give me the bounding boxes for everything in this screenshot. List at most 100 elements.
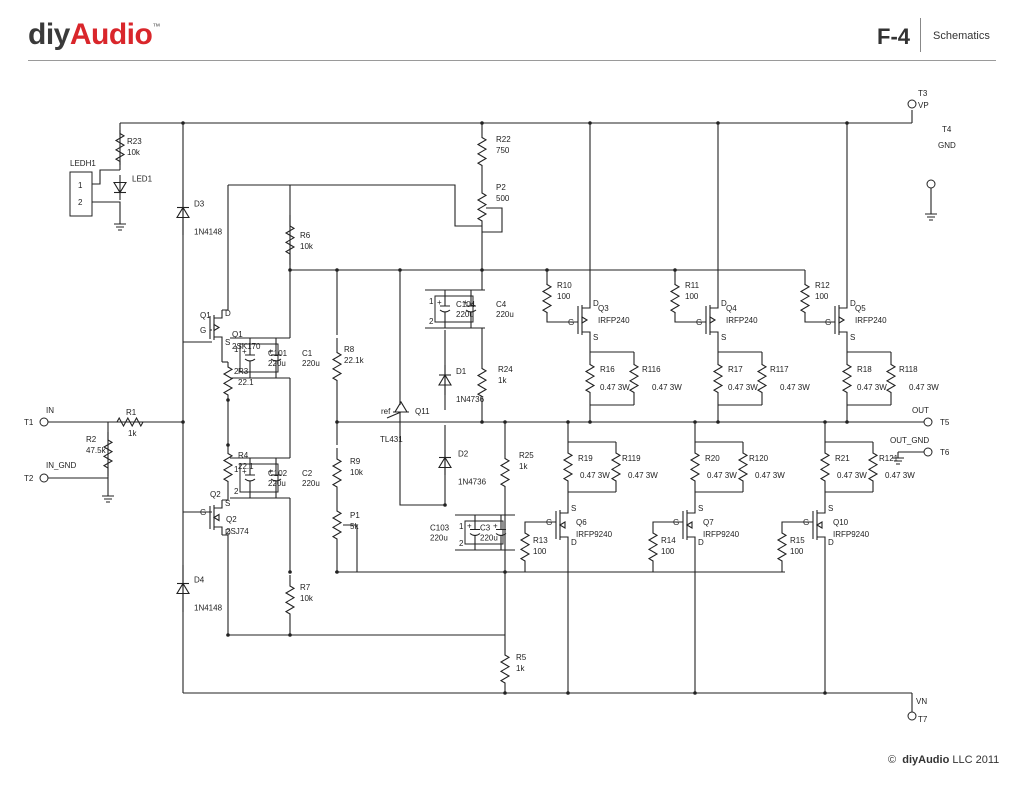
pin-label: D bbox=[698, 538, 704, 547]
ref-label: C101 bbox=[268, 349, 288, 358]
resistor-r18: R18 bbox=[841, 352, 872, 405]
wire bbox=[546, 312, 578, 323]
value-label: 1k bbox=[519, 462, 528, 471]
value-label: 0.47 3W bbox=[707, 471, 737, 480]
value-label: 750 bbox=[496, 146, 510, 155]
ref-label: R116 bbox=[642, 365, 661, 374]
value-label: 220u bbox=[430, 534, 448, 543]
terminal-label: T2 bbox=[24, 474, 34, 483]
value-label: 100 bbox=[557, 292, 571, 301]
value-label: IRFP9240 bbox=[576, 530, 613, 539]
junction-dot bbox=[823, 691, 827, 695]
ref-label: R10 bbox=[557, 281, 572, 290]
ref-label: C1 bbox=[302, 349, 313, 358]
wire bbox=[222, 534, 229, 635]
value-label: 1k bbox=[128, 429, 137, 438]
value-R17: 0.47 3W bbox=[728, 383, 758, 392]
ref-label: Q1 bbox=[232, 330, 243, 339]
ground-symbol bbox=[114, 218, 126, 231]
value-label: 0.47 3W bbox=[728, 383, 758, 392]
value-label: 5k bbox=[350, 522, 359, 531]
wire bbox=[781, 521, 813, 528]
ref-label: R117 bbox=[770, 365, 789, 374]
value-R20: 0.47 3W bbox=[707, 471, 737, 480]
value-label: IRFP9240 bbox=[703, 530, 740, 539]
resistor-r117: R117 bbox=[756, 352, 789, 405]
pin-label: + bbox=[467, 522, 472, 531]
junction-dot bbox=[226, 443, 230, 447]
pin-label: ref bbox=[381, 407, 391, 416]
resistor-r121: R121 bbox=[867, 442, 899, 492]
value-label: 22.1 bbox=[238, 462, 254, 471]
value-label: 1N4148 bbox=[194, 604, 223, 613]
ref-label: R12 bbox=[815, 281, 830, 290]
pin-label: + bbox=[242, 347, 247, 356]
resistor-r4: R4 22.1 bbox=[222, 445, 254, 490]
value-R16: 0.47 3W bbox=[600, 383, 630, 392]
ref-label: R9 bbox=[350, 457, 361, 466]
ref-label: R118 bbox=[899, 365, 918, 374]
pin-label: G bbox=[696, 318, 702, 327]
value-label: 10k bbox=[127, 148, 141, 157]
pin-label: 2 bbox=[234, 367, 239, 376]
pin-label: D bbox=[571, 538, 577, 547]
junction-dot bbox=[398, 268, 402, 272]
junction-dot bbox=[226, 633, 230, 637]
ref-label: R19 bbox=[578, 454, 593, 463]
junction-dot bbox=[181, 121, 185, 125]
ref-label: Q4 bbox=[726, 304, 737, 313]
q2-ref: Q2 bbox=[210, 490, 221, 499]
pin-label: D bbox=[721, 299, 727, 308]
ref-label: R4 bbox=[238, 451, 249, 460]
junction-dot bbox=[823, 420, 827, 424]
wire bbox=[222, 490, 229, 501]
pin-label: + bbox=[493, 522, 498, 531]
terminal-label: T7 bbox=[918, 715, 928, 724]
ref-label: R119 bbox=[622, 454, 641, 463]
ref-label: R15 bbox=[790, 536, 805, 545]
value-R116: 0.47 3W bbox=[652, 383, 682, 392]
ref-label: R121 bbox=[879, 454, 899, 463]
ref-label: R14 bbox=[661, 536, 676, 545]
value-label: 0.47 3W bbox=[580, 471, 610, 480]
value-label: 500 bbox=[496, 194, 510, 203]
pin-label: D bbox=[593, 299, 599, 308]
pin-label: 2 bbox=[429, 317, 434, 326]
value-label: 1k bbox=[516, 664, 525, 673]
signal-label: VN bbox=[916, 697, 927, 706]
section-title: Schematics bbox=[933, 30, 990, 42]
ref-label: D4 bbox=[194, 576, 205, 585]
wire bbox=[524, 521, 556, 528]
junction-dot bbox=[588, 121, 592, 125]
value-label: 100 bbox=[661, 547, 675, 556]
value-label: 220u bbox=[456, 310, 474, 319]
value-R120: 0.47 3W bbox=[755, 471, 785, 480]
ref-label: P1 bbox=[350, 511, 360, 520]
value-R117: 0.47 3W bbox=[780, 383, 810, 392]
ref-label: R22 bbox=[496, 135, 511, 144]
ref-label: R11 bbox=[685, 281, 700, 290]
pin-label: G bbox=[200, 326, 206, 335]
copyright-footer: © diyAudio LLC 2011 bbox=[888, 754, 1000, 766]
ref-label: Q2 bbox=[226, 515, 237, 524]
pin-label: 1 bbox=[234, 345, 239, 354]
junction-dot bbox=[693, 420, 697, 424]
pin-label: S bbox=[721, 333, 726, 342]
resistor-r19: R19 bbox=[562, 442, 593, 492]
value-label: 47.5k bbox=[86, 446, 107, 455]
pin-label: D bbox=[850, 299, 856, 308]
